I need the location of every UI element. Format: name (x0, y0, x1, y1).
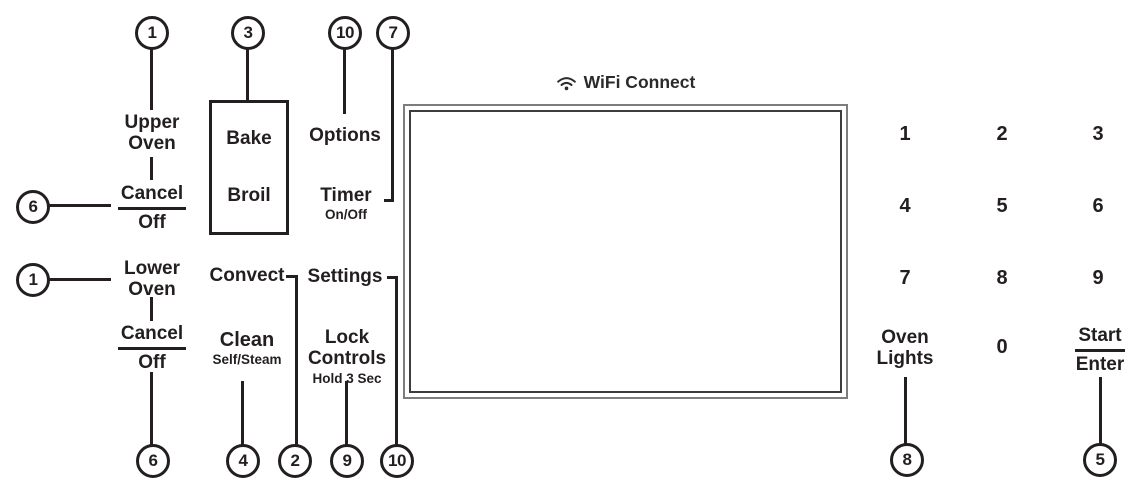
callout-line (150, 157, 153, 180)
clean-label: Clean (219, 329, 275, 351)
lower-oven-label-line2: Oven (128, 279, 176, 301)
callout-lower-oven: 1 (16, 263, 50, 297)
callout-clean: 4 (226, 444, 260, 478)
callout-line (395, 276, 398, 446)
callout-line (150, 297, 153, 321)
start-enter-button[interactable]: Start Enter (1058, 325, 1142, 376)
upper-oven-label-line1: Upper (124, 112, 180, 133)
timer-label: Timer (320, 185, 372, 206)
convect-button[interactable]: Convect (209, 265, 285, 286)
callout-start-enter: 5 (1083, 443, 1117, 477)
keypad-6-button[interactable]: 6 (1092, 195, 1104, 217)
callout-line (150, 372, 153, 446)
timer-sublabel: On/Off (325, 207, 367, 223)
upper-oven-button[interactable]: Upper Oven (110, 112, 194, 155)
cancel-label: Cancel (117, 183, 187, 210)
keypad-0-button[interactable]: 0 (996, 336, 1008, 358)
bake-button[interactable]: Bake (226, 128, 272, 150)
oven-lights-label-line1: Oven (881, 327, 929, 348)
callout-line (295, 275, 298, 446)
lock-controls-label-line1: Lock (324, 327, 370, 348)
cancel-off-upper-button[interactable]: Cancel Off (106, 183, 198, 234)
clean-button[interactable]: Clean Self/Steam (198, 329, 296, 368)
off-label: Off (138, 352, 166, 373)
callout-line (1099, 377, 1102, 445)
keypad-9-button[interactable]: 9 (1092, 267, 1104, 289)
callout-convect: 2 (278, 444, 312, 478)
callout-line (345, 381, 348, 446)
callout-lock-controls: 9 (330, 444, 364, 478)
callout-line (286, 275, 298, 278)
cancel-label: Cancel (117, 323, 187, 350)
callout-line (904, 377, 907, 445)
keypad-8-button[interactable]: 8 (996, 267, 1008, 289)
keypad-1-button[interactable]: 1 (899, 123, 911, 145)
keypad-2-button[interactable]: 2 (996, 123, 1008, 145)
keypad-4-button[interactable]: 4 (899, 195, 911, 217)
callout-timer: 7 (376, 16, 410, 50)
callout-line (150, 49, 153, 110)
settings-button[interactable]: Settings (307, 266, 383, 287)
display-screen[interactable] (403, 104, 848, 399)
lock-controls-label-line2: Controls (307, 348, 387, 370)
off-label: Off (138, 212, 166, 233)
display-screen-inner-frame (409, 110, 842, 393)
broil-button[interactable]: Broil (227, 184, 271, 206)
keypad-3-button[interactable]: 3 (1092, 123, 1104, 145)
callout-cancel-lower: 6 (136, 444, 170, 478)
callout-line (49, 204, 111, 207)
wifi-connect-header: WiFi Connect (403, 72, 848, 93)
lower-oven-label-line1: Lower (124, 258, 180, 279)
callout-line (241, 381, 244, 446)
callout-line (391, 49, 394, 202)
callout-options: 10 (328, 16, 362, 50)
callout-settings: 10 (380, 444, 414, 478)
callout-line (387, 276, 398, 279)
lower-oven-button[interactable]: Lower Oven (110, 258, 194, 301)
start-label: Start (1075, 325, 1125, 352)
callout-bake-broil: 3 (231, 16, 265, 50)
options-button[interactable]: Options (309, 125, 381, 146)
oven-lights-button[interactable]: Oven Lights (863, 327, 947, 370)
callout-cancel-upper: 6 (16, 190, 50, 224)
clean-sublabel: Self/Steam (212, 352, 282, 368)
keypad-7-button[interactable]: 7 (899, 267, 911, 289)
wifi-icon (556, 77, 576, 91)
bake-broil-button-group: Bake Broil (209, 100, 289, 235)
keypad-5-button[interactable]: 5 (996, 195, 1008, 217)
wifi-connect-label: WiFi Connect (583, 72, 696, 92)
cancel-off-lower-button[interactable]: Cancel Off (106, 323, 198, 374)
lock-controls-sublabel: Hold 3 Sec (312, 370, 382, 386)
timer-button[interactable]: Timer On/Off (304, 185, 388, 222)
oven-lights-label-line2: Lights (876, 348, 934, 370)
callout-upper-oven: 1 (135, 16, 169, 50)
callout-line (246, 49, 249, 101)
callout-oven-lights: 8 (890, 443, 924, 477)
enter-label: Enter (1075, 354, 1125, 375)
lock-controls-button[interactable]: Lock Controls Hold 3 Sec (300, 327, 394, 386)
callout-line (343, 49, 346, 114)
upper-oven-label-line2: Oven (128, 133, 176, 155)
callout-line (49, 278, 111, 281)
callout-line (384, 199, 394, 202)
